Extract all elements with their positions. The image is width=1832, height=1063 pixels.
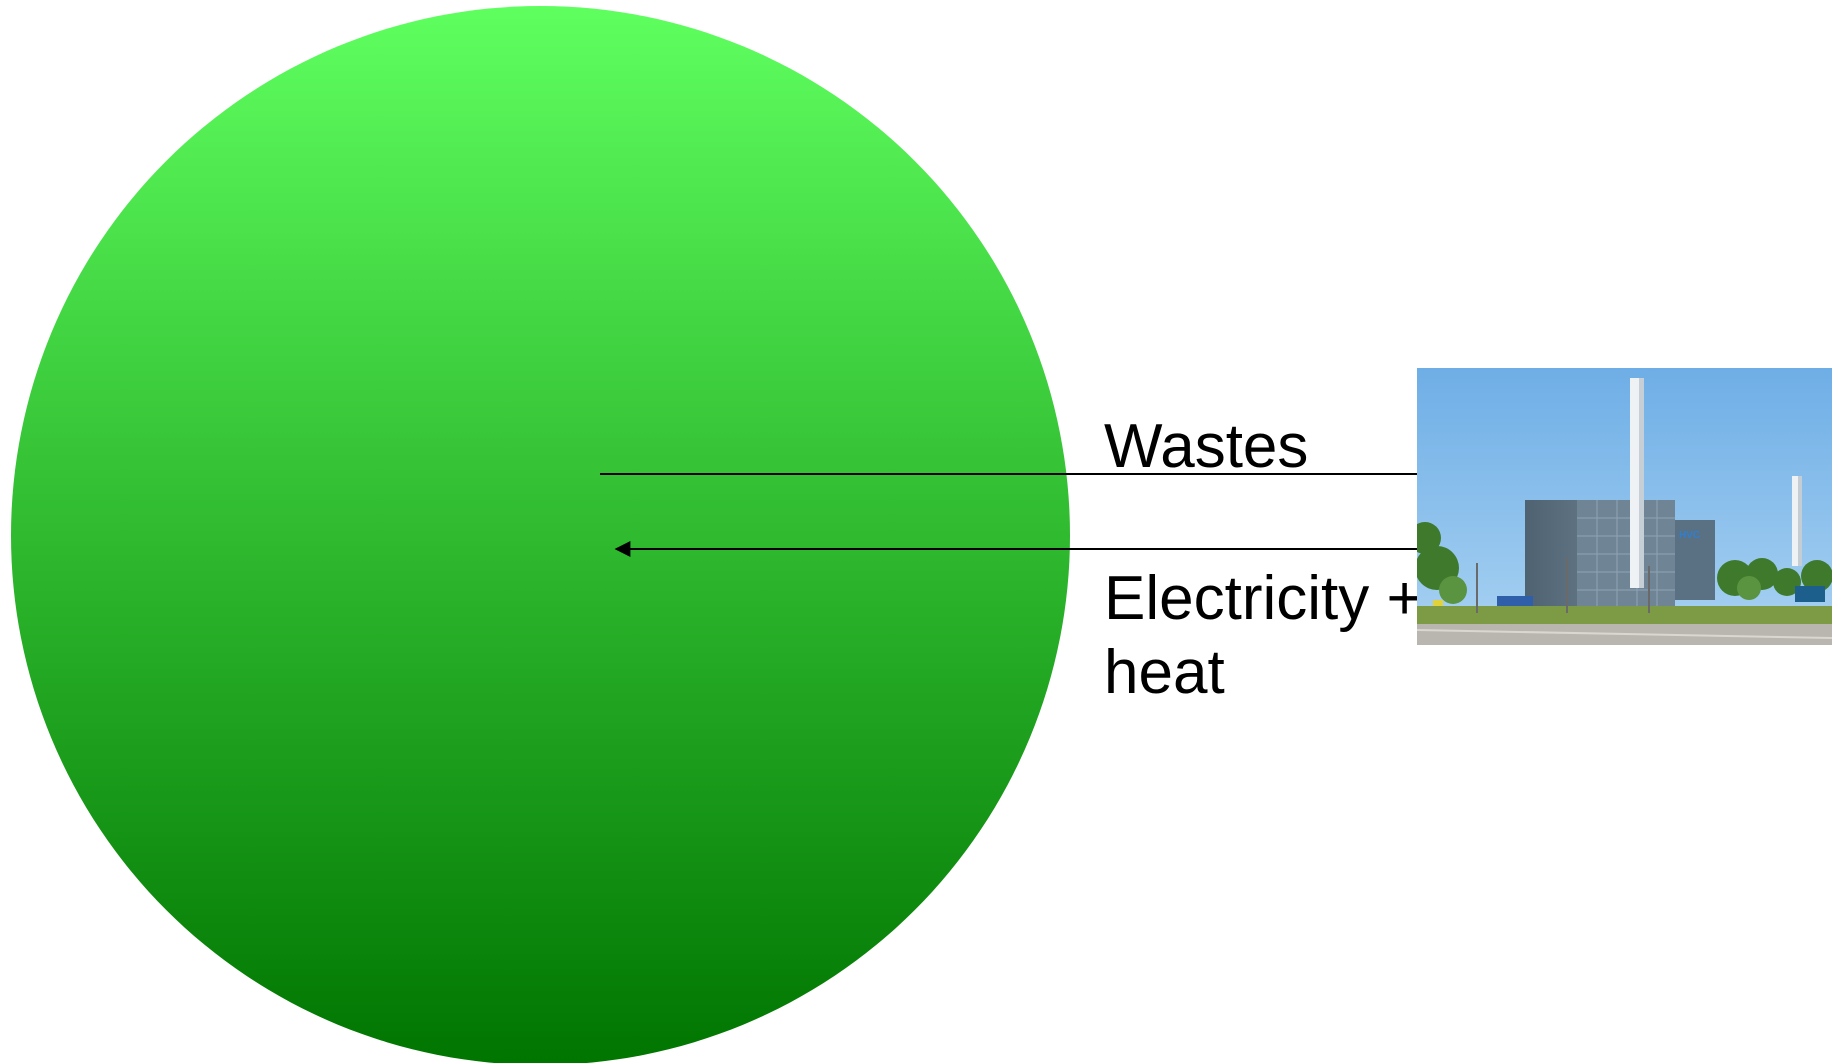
green-sphere (11, 6, 1070, 1063)
photo-grass (1417, 606, 1832, 626)
waste-to-energy-plant-photo: HVC (1417, 368, 1832, 645)
photo-second-chimney (1792, 476, 1802, 566)
photo-building-logo: HVC (1679, 530, 1700, 541)
photo-road-sign (1795, 586, 1825, 602)
electricity-heat-label-line-2: heat (1104, 638, 1225, 707)
wastes-label: Wastes (1104, 412, 1309, 481)
electricity-heat-label: Electricity + heat (1104, 562, 1423, 710)
electricity-heat-label-line-1: Electricity + (1104, 564, 1423, 633)
photo-building-wing (1675, 520, 1715, 600)
